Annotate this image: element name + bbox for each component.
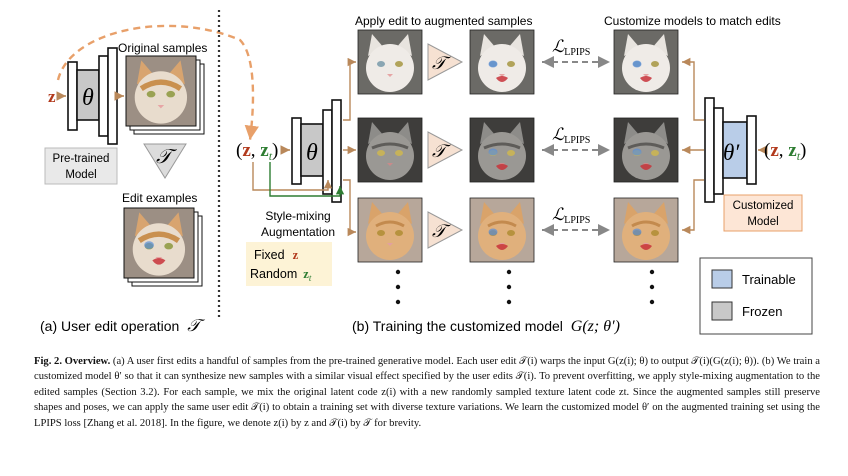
caption-body: (a) A user first edits a handful of samp… xyxy=(34,356,820,429)
legend: Trainable Frozen xyxy=(699,257,813,335)
orange-dashed-curve xyxy=(56,24,259,141)
continuation-dots xyxy=(395,269,655,305)
edit-examples-label: Edit examples xyxy=(122,191,197,205)
figure-diagram: z θ Original samples Pre-trained Model xyxy=(40,10,813,335)
panel-a: z θ Original samples Pre-trained Model xyxy=(40,24,259,335)
style-mixing-label-2: Augmentation xyxy=(261,225,335,239)
legend-trainable-label: Trainable xyxy=(742,272,796,287)
row-1: 𝒯 ℒLPIPS xyxy=(357,29,679,95)
theta-prime-symbol: θ′ xyxy=(723,140,740,165)
original-samples-stack xyxy=(126,56,205,135)
svg-text:(z, zt): (z, zt) xyxy=(236,140,278,163)
figure-caption: Fig. 2. Overview. (a) A user first edits… xyxy=(34,354,820,431)
theta-symbol: θ xyxy=(82,85,94,111)
generator-pretrained: θ xyxy=(67,47,118,145)
svg-text:Customized: Customized xyxy=(733,200,794,212)
caption-b: (b) Training the customized model G(z; θ… xyxy=(352,318,620,335)
svg-text:Model: Model xyxy=(65,169,96,181)
edit-triangle-row1: 𝒯 xyxy=(427,43,464,81)
header-apply-edit: Apply edit to augmented samples xyxy=(355,14,532,28)
edit-triangle-row2: 𝒯 xyxy=(427,131,464,169)
original-samples-label: Original samples xyxy=(118,41,207,55)
legend-frozen-swatch xyxy=(711,301,733,321)
row-2: 𝒯 ℒLPIPS xyxy=(356,116,680,184)
caption-a: (a) User edit operation 𝒯 xyxy=(40,316,205,335)
caption-title: Overview. xyxy=(64,356,111,367)
legend-trainable-swatch xyxy=(711,269,733,289)
generator-frozen: θ xyxy=(291,99,342,203)
generator-customized: θ′ xyxy=(704,97,757,203)
header-customize-models: Customize models to match edits xyxy=(604,14,781,28)
svg-text:Model: Model xyxy=(747,216,778,228)
panel-b: Apply edit to augmented samples Customiz… xyxy=(236,14,813,335)
row-3: 𝒯 ℒLPIPS xyxy=(356,196,680,264)
svg-text:ℒLPIPS: ℒLPIPS xyxy=(552,125,590,146)
input-tuple: (z, zt) xyxy=(236,140,278,163)
svg-text:Pre-trained: Pre-trained xyxy=(53,153,110,165)
svg-text:ℒLPIPS: ℒLPIPS xyxy=(552,205,590,226)
svg-text:ℒLPIPS: ℒLPIPS xyxy=(552,37,590,58)
pretrained-model-box: Pre-trained Model xyxy=(44,147,118,185)
edit-operation-triangle: 𝒯 xyxy=(143,143,187,179)
customized-model-box: Customized Model xyxy=(723,194,803,232)
legend-frozen-label: Frozen xyxy=(742,304,782,319)
caption-fig-label: Fig. 2. xyxy=(34,356,62,367)
theta-symbol-b: θ xyxy=(306,140,318,166)
input-tuple-right: (z, zt) xyxy=(764,140,806,163)
style-mixing-label: Style-mixing xyxy=(265,209,330,223)
edit-triangle-row3: 𝒯 xyxy=(427,211,464,249)
z-input-label: z xyxy=(48,87,56,106)
edit-examples-stack xyxy=(124,208,203,287)
